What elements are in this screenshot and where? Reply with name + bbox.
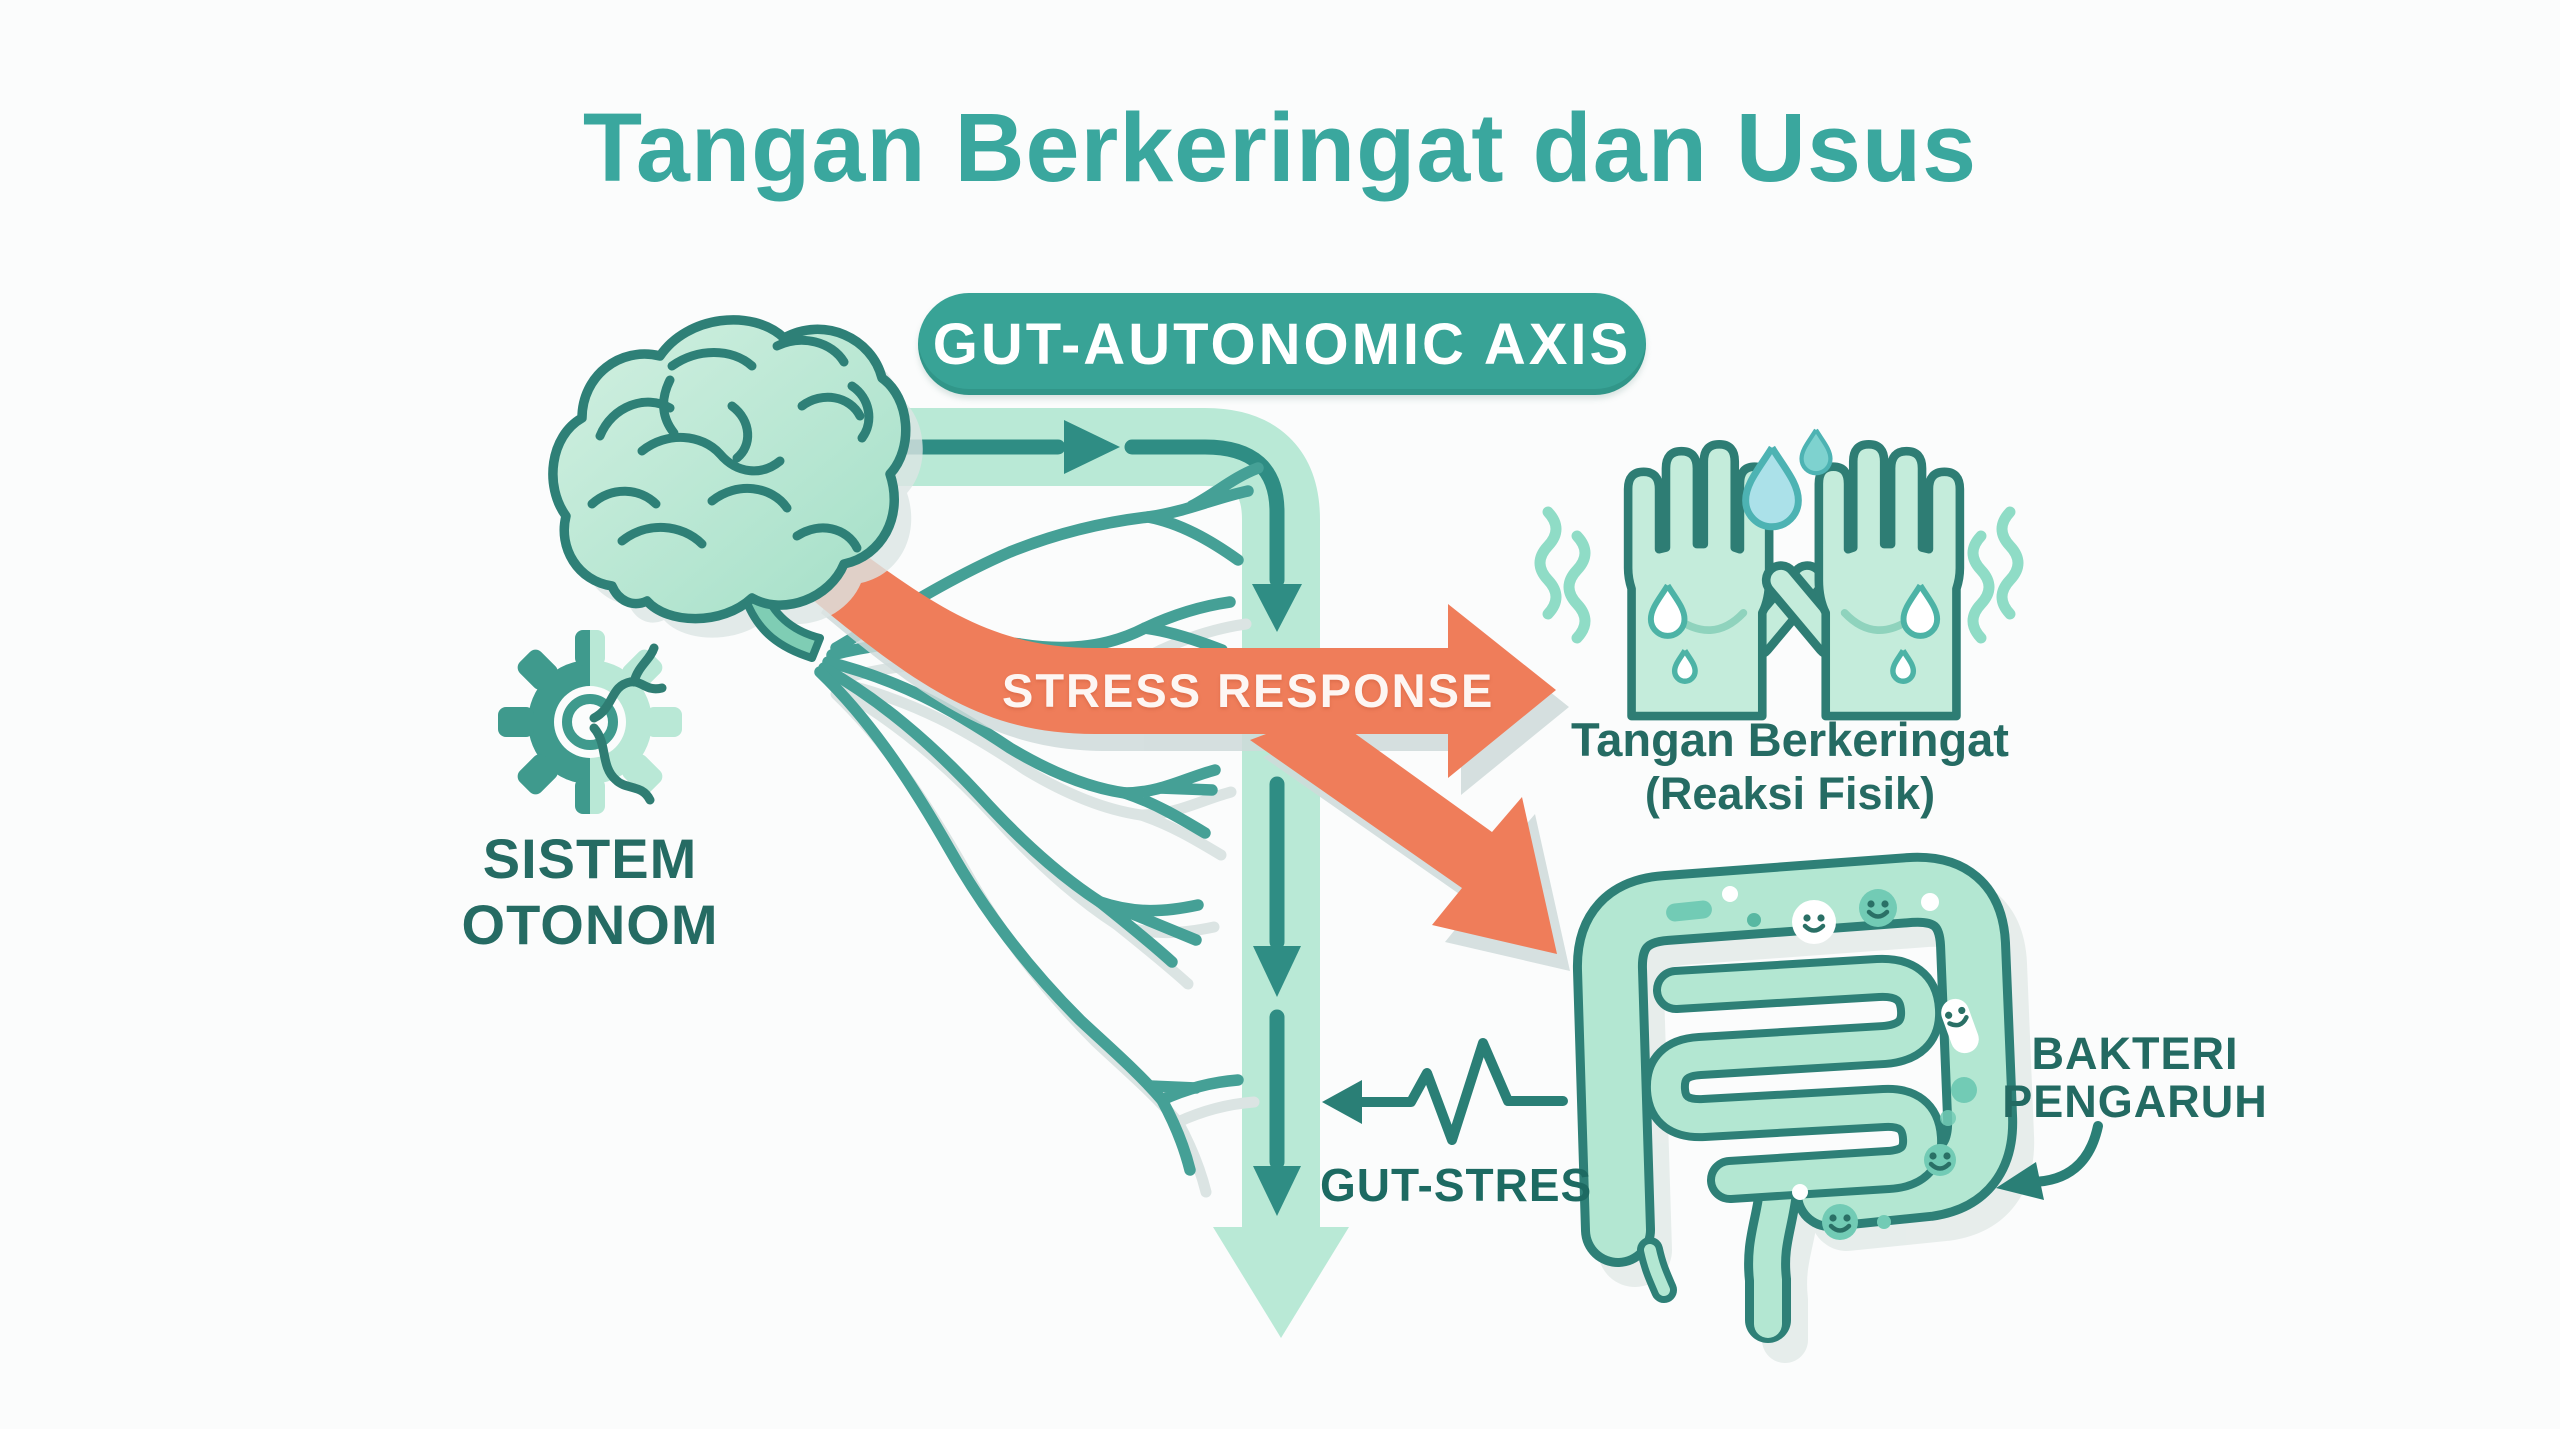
big-down-arrowhead (1213, 1227, 1349, 1338)
stress-response-arrow-icon (808, 538, 1570, 971)
stress-branch-to-gut (1250, 712, 1557, 954)
sweaty-hands-caption: Tangan Berkeringat (1571, 713, 2009, 766)
sweaty-hands-subcaption: (Reaksi Fisik) (1644, 768, 1936, 819)
bacteria-label-line2: PENGARUH (2002, 1076, 2268, 1127)
autonomic-system-label: SISTEM OTONOM (430, 826, 750, 958)
gear-autonomic-icon (498, 630, 682, 814)
small-intestine-coils (1642, 954, 1946, 1203)
gut-autonomic-axis-pill: GUT-AUTONOMIC AXIS (918, 293, 1646, 395)
brain-gyri (587, 335, 874, 553)
stress-main-arrow (808, 538, 1556, 778)
nerve-squiggle (589, 643, 667, 805)
curved-pointer-arrow-icon (1996, 1121, 2103, 1200)
sweaty-hands-icon (1540, 430, 2018, 716)
intestine-icon (1572, 852, 2035, 1363)
autonomic-system-label-line2: OTONOM (461, 893, 719, 956)
autonomic-system-label-line1: SISTEM (482, 827, 698, 890)
brain-icon (548, 315, 923, 662)
gut-stress-label: GUT-STRES (1320, 1159, 1593, 1211)
stress-response-label: STRESS RESPONSE (1002, 664, 1495, 717)
gut-bacteria-icon (1666, 886, 1979, 1240)
zigzag-arrow-icon (1322, 1038, 1568, 1145)
bacteria-label-line1: BAKTERI (2031, 1028, 2239, 1079)
page-title: Tangan Berkeringat dan Usus (582, 93, 1978, 202)
